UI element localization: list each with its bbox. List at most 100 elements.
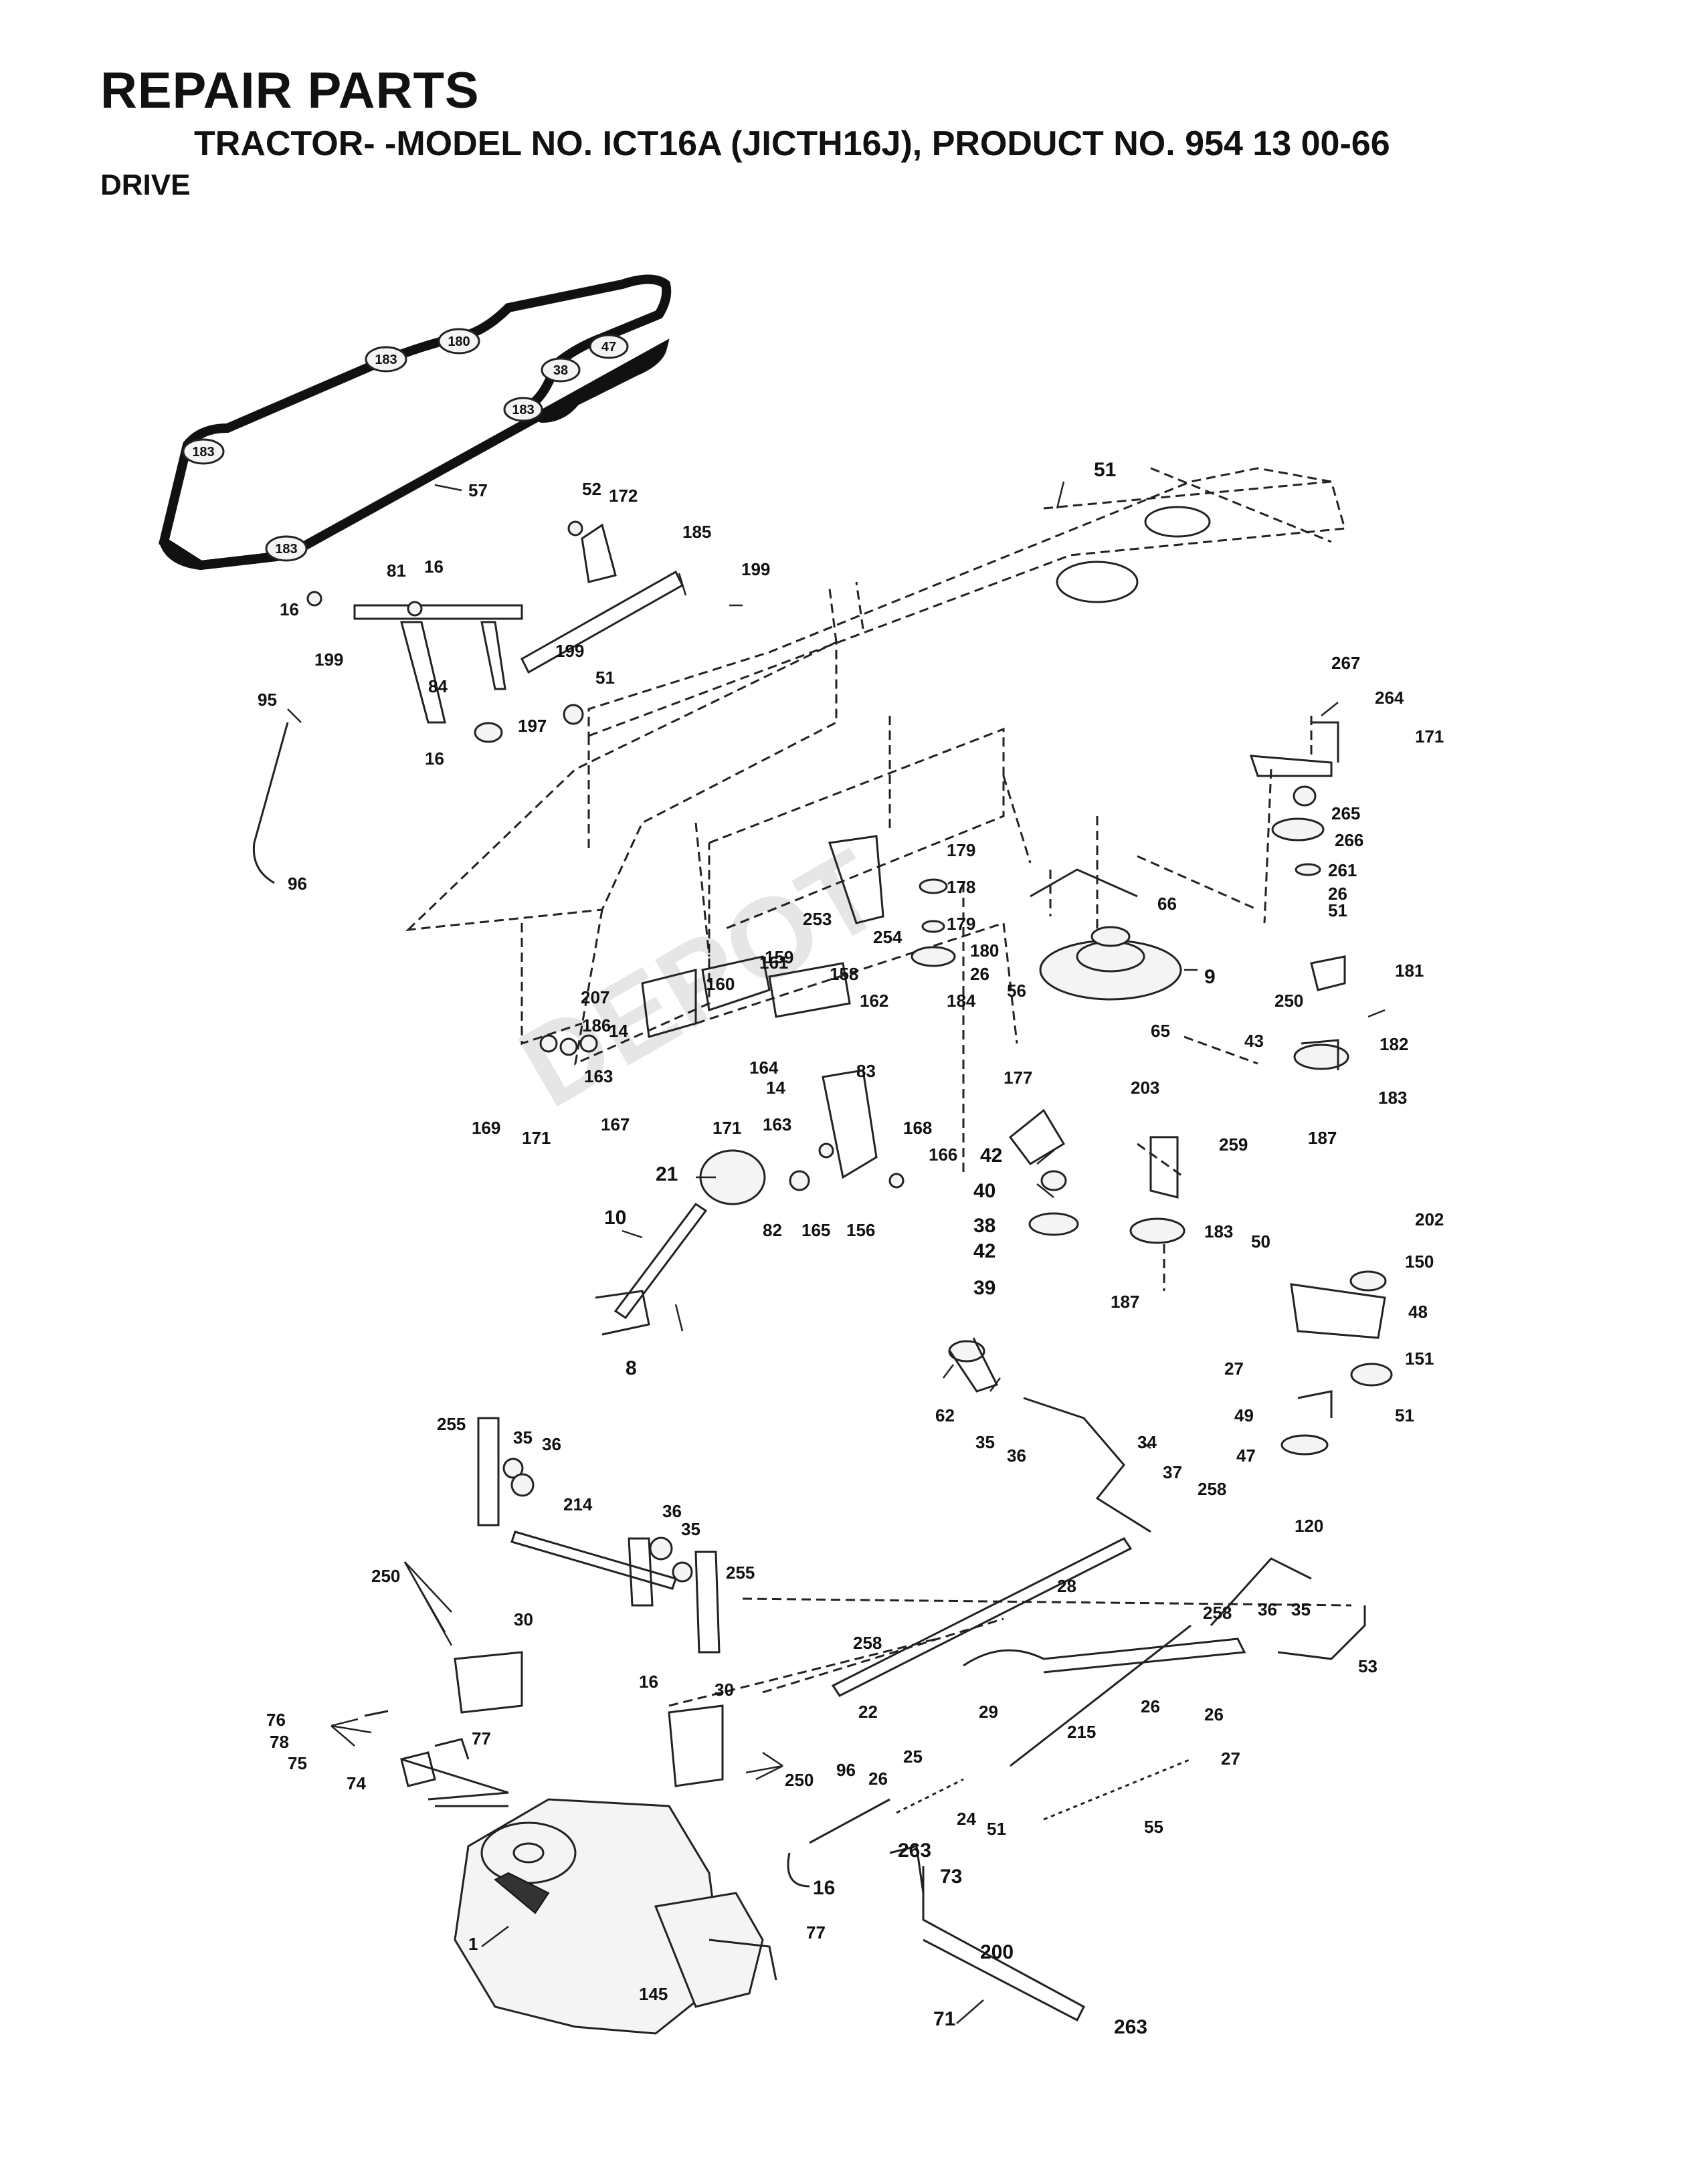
ring-180 [438, 328, 480, 355]
callout-label: 171 [713, 1118, 741, 1138]
drive-belt [159, 274, 672, 571]
callout-label: 36 [662, 1501, 682, 1521]
callout-label: 77 [472, 1728, 491, 1749]
callout-label: 120 [1295, 1516, 1323, 1536]
callout-label: 179 [947, 840, 975, 860]
linkage-parts [252, 520, 684, 884]
callout-label: 75 [288, 1753, 307, 1773]
ring-label: 183 [275, 542, 297, 557]
page-title: REPAIR PARTS [100, 62, 480, 119]
callout-label: 36 [1258, 1599, 1277, 1619]
callout-label: 202 [1415, 1209, 1444, 1229]
callout-label: 185 [682, 522, 711, 542]
section-label: DRIVE [100, 169, 191, 201]
callout-label: 25 [903, 1747, 923, 1767]
callout-label: 254 [873, 927, 903, 947]
center-hardware [539, 835, 905, 1336]
callout-label: 168 [903, 1118, 932, 1138]
callout-label: 162 [860, 991, 888, 1011]
callout-label: 178 [947, 877, 975, 897]
callout-label: 267 [1331, 653, 1360, 673]
ring-183-mid [503, 397, 543, 422]
callout-label: 253 [803, 909, 832, 929]
callout-label: 151 [1405, 1349, 1434, 1369]
callout-label: 264 [1375, 688, 1404, 708]
callout-labels: 57 52 172 185 199 81 16 16 199 84 51 199… [258, 459, 1444, 2038]
callout-label: 261 [1328, 860, 1357, 880]
callout-label: 81 [387, 561, 406, 581]
callout-label: 255 [437, 1414, 466, 1434]
callout-label: 250 [371, 1566, 400, 1586]
callout-label: 171 [522, 1128, 551, 1148]
callout-label: 24 [957, 1809, 976, 1829]
callout-label: 29 [979, 1702, 998, 1722]
callout-label: 52 [582, 479, 601, 499]
callout-label: 181 [1395, 961, 1424, 981]
callout-label: 65 [1151, 1021, 1170, 1041]
callout-label: 199 [314, 650, 343, 670]
callout-label: 77 [806, 1922, 826, 1943]
callout-label: 26 [1328, 884, 1347, 904]
callout-label: 35 [975, 1432, 995, 1452]
callout-label: 51 [987, 1819, 1006, 1839]
brake-linkage [364, 1417, 724, 1794]
callout-label: 27 [1224, 1359, 1244, 1379]
ring-label: 183 [375, 353, 397, 367]
callout-label: 96 [836, 1760, 856, 1780]
callout-label: 66 [1157, 894, 1177, 914]
callout-label: 39 [973, 1277, 996, 1299]
callout-label: 166 [929, 1145, 957, 1165]
callout-label: 16 [424, 557, 444, 577]
callout-label: 22 [858, 1702, 878, 1722]
callout-label: 96 [288, 874, 307, 894]
callout-label: 250 [1274, 991, 1303, 1011]
callout-label: 14 [766, 1078, 785, 1098]
leader-lines [287, 481, 1386, 2024]
callout-label: 250 [785, 1770, 814, 1790]
callout-label: 34 [1137, 1432, 1157, 1452]
callout-label: 179 [947, 914, 975, 934]
callout-label: 16 [425, 749, 444, 769]
callout-label: 199 [555, 641, 584, 661]
ring-183-top [365, 346, 407, 373]
callout-label: 83 [856, 1061, 876, 1081]
callout-label: 266 [1335, 830, 1363, 850]
ring-label: 47 [601, 340, 616, 355]
callout-label: 35 [681, 1519, 700, 1539]
callout-label: 197 [518, 716, 547, 736]
callout-label: 165 [801, 1220, 830, 1240]
callout-label: 200 [980, 1941, 1014, 1963]
callout-label: 51 [595, 668, 615, 688]
callout-label: 27 [1221, 1749, 1240, 1769]
ring-label: 38 [553, 363, 568, 378]
callout-label: 258 [853, 1633, 882, 1653]
callout-label: 76 [266, 1710, 286, 1730]
callout-label: 145 [639, 1984, 668, 2004]
callout-label: 215 [1067, 1722, 1096, 1742]
callout-label: 150 [1405, 1252, 1434, 1272]
callout-label: 62 [935, 1405, 955, 1425]
ring-183-left [182, 438, 225, 465]
belt-rings [182, 328, 629, 562]
callout-label: 163 [763, 1114, 791, 1134]
callout-label: 51 [1395, 1405, 1414, 1425]
callout-label: 161 [759, 953, 788, 973]
callout-label: 26 [868, 1769, 888, 1789]
callout-label: 259 [1219, 1134, 1248, 1155]
ring-47 [589, 334, 629, 359]
callout-label: 158 [830, 964, 858, 984]
ring-label: 183 [512, 403, 534, 417]
callout-label: 48 [1408, 1302, 1428, 1322]
callout-label: 171 [1415, 726, 1444, 747]
callout-label: 74 [347, 1773, 366, 1793]
callout-label: 16 [639, 1672, 658, 1692]
callout-label: 163 [584, 1066, 613, 1086]
callout-label: 26 [1141, 1696, 1160, 1716]
callout-label: 42 [980, 1145, 1002, 1167]
transaxle [400, 1751, 777, 2035]
pulleys [911, 721, 1393, 1456]
callout-label: 214 [563, 1494, 593, 1514]
callout-label: 255 [726, 1563, 755, 1583]
callout-label: 95 [258, 690, 277, 710]
callout-label: 35 [513, 1427, 533, 1448]
